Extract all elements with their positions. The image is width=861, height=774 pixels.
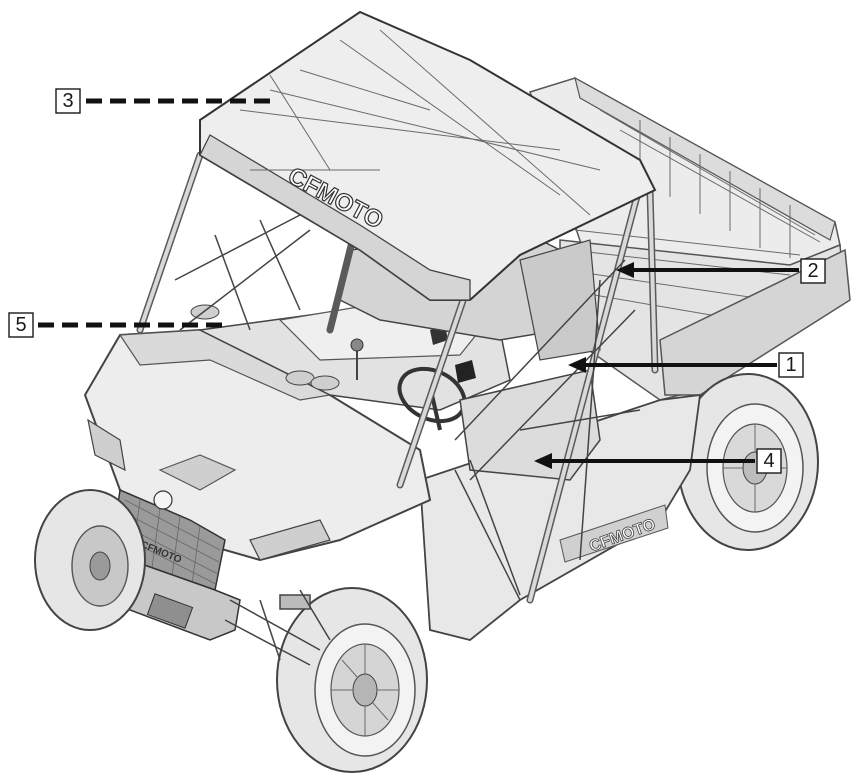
callout-4: 4	[534, 448, 782, 474]
callout-1: 1	[568, 352, 804, 378]
callout-4-box	[756, 448, 782, 474]
callout-1-arrowhead	[568, 357, 586, 373]
callout-4-arrowhead	[534, 453, 552, 469]
body-side: CFMOTO	[419, 393, 702, 641]
front-suspension	[224, 589, 331, 666]
callout-4-label: 4	[763, 450, 774, 472]
callout-2: 2	[616, 258, 826, 284]
front-left-wheel	[34, 489, 146, 631]
callout-5-box	[8, 312, 34, 338]
callout-3: 3	[55, 88, 270, 114]
callout-1-label: 1	[785, 354, 796, 376]
roll-cage	[136, 151, 659, 604]
callout-2-box	[800, 258, 826, 284]
callout-5: 5	[8, 312, 222, 338]
callout-3-box	[55, 88, 81, 114]
callout-5-label: 5	[15, 314, 26, 336]
callout-2-label: 2	[807, 260, 818, 282]
front-right-wheel	[276, 587, 428, 773]
callout-2-arrowhead	[616, 262, 634, 278]
rear-right-wheel	[677, 373, 819, 551]
callout-1-box	[778, 352, 804, 378]
callout-3-label: 3	[62, 90, 73, 112]
